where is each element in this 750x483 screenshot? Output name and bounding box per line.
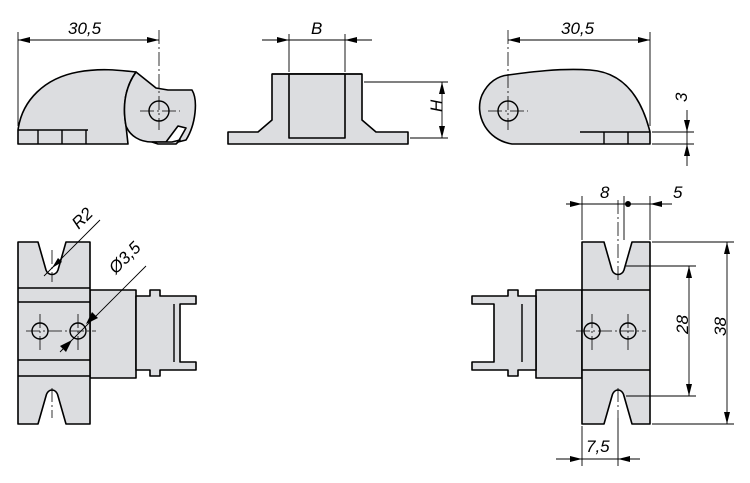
top-center-dim-arrow-l [277,37,289,43]
bottom-right-arm-frame [471,289,537,377]
bottom-left-arm-body [89,289,137,379]
bottom-right-top-arrow-1 [570,201,582,207]
bottom-right-top-dot [625,201,631,207]
top-center-height-arrow-b [439,126,445,138]
top-left-dim-arrow-l [18,37,30,43]
dim-bottom-right-top-right: 5 [673,183,683,202]
top-right-dim-arrow-r [638,37,650,43]
view-top-center: B H [227,19,448,145]
top-right-step-arrow-t [684,120,690,132]
dim-top-left-width: 30,5 [68,19,102,38]
bottom-right-bottom-arrow-1 [570,456,582,462]
dim-bottom-right-top-left: 8 [600,183,610,202]
dim-bottom-right-bottom: 7,5 [586,437,610,456]
bottom-left-bore-leader [59,265,147,353]
bottom-right-dim-28-arrow-t [686,266,692,278]
bottom-right-dim-28-arrow-b [686,384,692,396]
dim-bottom-left-bore: Ø3,5 [104,238,145,279]
dim-top-right-step: 3 [672,92,691,102]
top-left-body [17,68,137,145]
top-right-step-arrow-b [684,144,690,156]
bottom-left-bore-arrow-2 [86,312,98,324]
bottom-left-arm-frame [135,289,197,377]
bottom-right-top-arrow-2 [650,201,662,207]
view-bottom-left: R2 Ø3,5 [17,204,197,425]
top-left-hook [151,139,181,145]
top-left-dim-arrow-r [147,37,159,43]
dim-bottom-right-38: 38 [711,317,730,336]
bottom-right-column [581,241,651,425]
top-center-height-arrow-t [439,82,445,94]
bottom-right-arm-body [535,289,583,379]
dim-top-right-width: 30,5 [561,19,595,38]
top-center-dim-arrow-r [345,37,357,43]
dim-bottom-left-radius: R2 [68,204,97,233]
bottom-right-dim-38-arrow-b [724,412,730,424]
dim-top-center-width: B [311,19,322,38]
dim-top-center-height: H [427,99,446,112]
bottom-left-radius-arrow [52,258,62,268]
bottom-left-bore-arrow-1 [60,340,72,352]
top-right-dim-arrow-l [508,37,520,43]
view-bottom-right: 8 5 28 38 7,5 [471,183,734,466]
dim-bottom-right-28: 28 [673,315,692,335]
top-center-channel [288,73,346,139]
view-top-left: 30,5 [17,19,197,145]
bottom-right-dim-38-arrow-t [724,242,730,254]
bottom-right-bottom-arrow-2 [618,456,630,462]
view-top-right: 30,5 3 [478,19,694,166]
